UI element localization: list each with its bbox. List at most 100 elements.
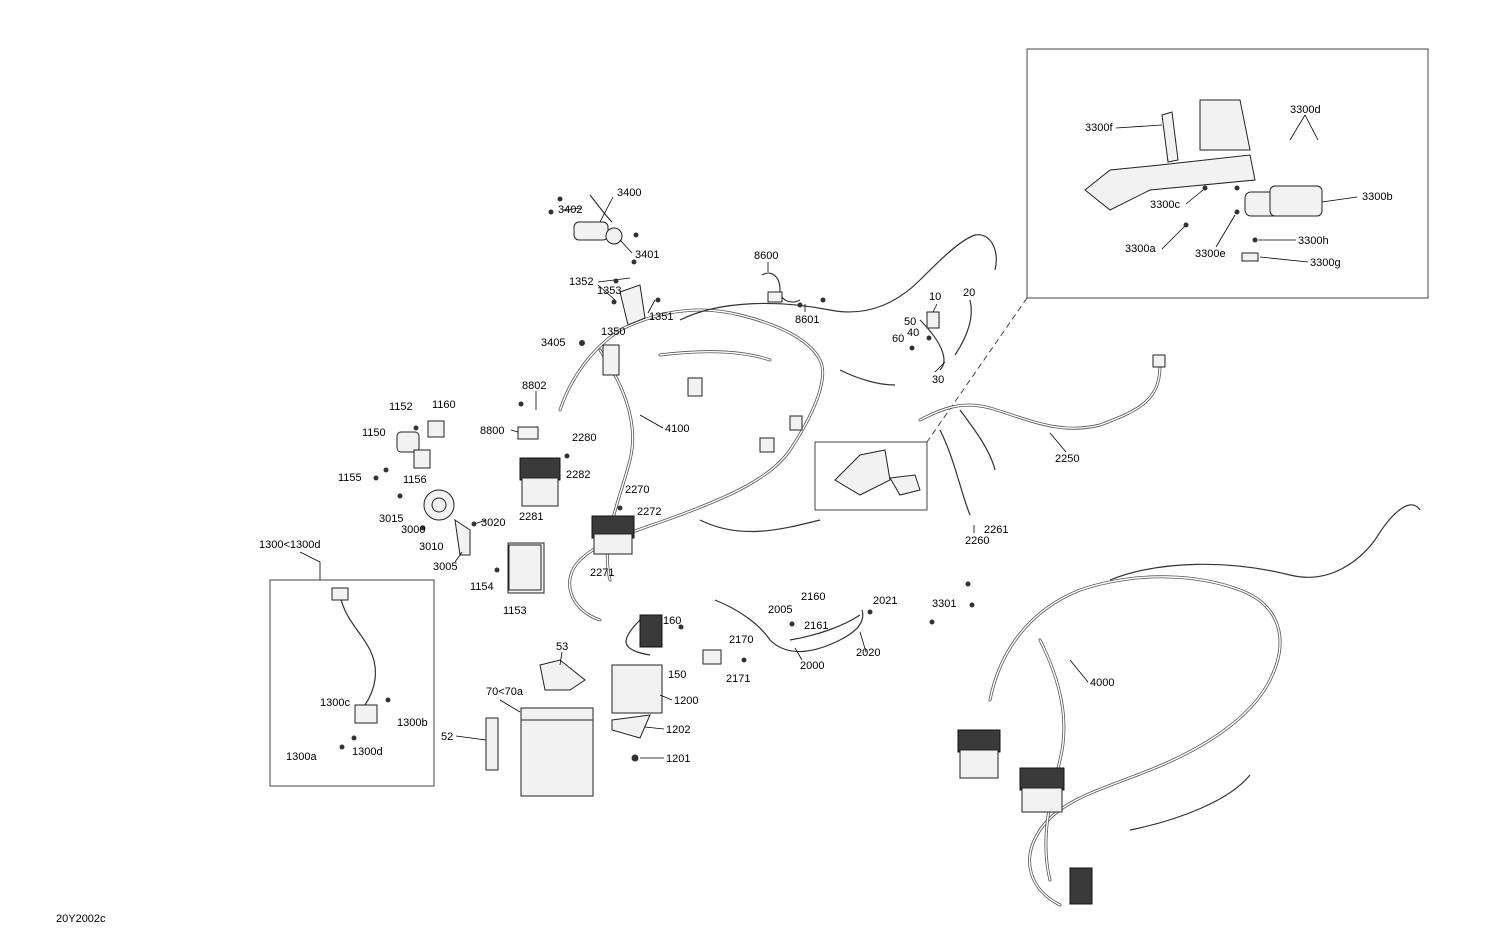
callout-3300g: 3300g <box>1310 257 1341 269</box>
callout-1152: 1152 <box>389 401 413 413</box>
callout-10: 10 <box>929 291 941 303</box>
sensor-8800 <box>517 426 539 440</box>
callout-2171: 2171 <box>726 673 750 685</box>
callout-3301: 3301 <box>932 598 956 610</box>
sensor-150 <box>702 649 722 665</box>
strap-52 <box>485 717 499 771</box>
motor-3400 <box>573 194 623 245</box>
callout-50: 50 <box>904 316 916 328</box>
callout-1300d: 1300d <box>352 746 383 758</box>
bracket-inset-part <box>834 449 921 496</box>
callout-1353: 1353 <box>597 285 621 297</box>
callout-160: 160 <box>663 615 681 627</box>
callout-4100: 4100 <box>665 423 689 435</box>
document-id: 20Y2002c <box>56 913 106 925</box>
inset-dashed-link <box>926 297 1028 443</box>
callout-2260: 2260 <box>965 535 989 547</box>
bracket-53 <box>539 659 586 691</box>
inset-box-1300 <box>269 579 435 787</box>
callout-3000: 3000 <box>401 524 425 536</box>
callout-3300a: 3300a <box>1125 243 1156 255</box>
inset-box-3300 <box>1026 48 1429 299</box>
callout-3402: 3402 <box>558 204 582 216</box>
sensor-10-20 <box>919 299 972 371</box>
abs-module-1200 <box>611 664 663 762</box>
callout-3010: 3010 <box>419 541 443 553</box>
module-1153 <box>508 544 542 591</box>
callout-1160: 1160 <box>432 399 456 411</box>
callout-2282: 2282 <box>566 469 590 481</box>
battery-70 <box>520 707 594 797</box>
callout-2170: 2170 <box>729 634 753 646</box>
callout-53: 53 <box>556 641 568 653</box>
callout-2161: 2161 <box>804 620 828 632</box>
callout-3300f: 3300f <box>1085 122 1113 134</box>
callout-3405: 3405 <box>541 337 565 349</box>
callout-3300e: 3300e <box>1195 248 1226 260</box>
callout-2021: 2021 <box>873 595 897 607</box>
horn-3000 <box>423 489 471 556</box>
bracket-3300f <box>1084 99 1256 211</box>
callout-1300b: 1300b <box>397 717 428 729</box>
callout-3400: 3400 <box>617 187 641 199</box>
callout-1200: 1200 <box>674 695 698 707</box>
callout-1153: 1153 <box>503 605 527 617</box>
callout-2280: 2280 <box>572 432 596 444</box>
callout-4000: 4000 <box>1090 677 1114 689</box>
sensor-8600 <box>761 272 801 303</box>
inset-box-bracket <box>814 441 928 511</box>
callout-3300d: 3300d <box>1290 104 1321 116</box>
callout-1351: 1351 <box>649 311 673 323</box>
callout-1352: 1352 <box>569 276 593 288</box>
callout-2281: 2281 <box>519 511 543 523</box>
callout-30: 30 <box>932 374 944 386</box>
callout-1150: 1150 <box>362 427 386 439</box>
callout-60: 60 <box>892 333 904 345</box>
callout-2250: 2250 <box>1055 453 1079 465</box>
main-harness-4100 <box>507 234 997 656</box>
callout-3300c: 3300c <box>1150 199 1180 211</box>
callout-1350: 1350 <box>601 326 625 338</box>
callout-2020: 2020 <box>856 647 880 659</box>
callout-2005: 2005 <box>768 604 792 616</box>
harness-4000 <box>957 504 1421 907</box>
callout-1300c: 1300c <box>320 697 350 709</box>
callout-3300h: 3300h <box>1298 235 1329 247</box>
harness-2000 <box>714 599 864 653</box>
callout-70-range: 70<70a <box>486 686 524 698</box>
callout-1300a: 1300a <box>286 751 317 763</box>
callout-52: 52 <box>441 731 453 743</box>
callout-2270: 2270 <box>625 484 649 496</box>
sensor-1150 <box>396 420 445 469</box>
callout-3300b: 3300b <box>1362 191 1393 203</box>
callout-labels: 3400 3402 3401 1352 1353 1351 1350 3405 … <box>259 104 1393 765</box>
inset-1300-lead <box>299 551 321 580</box>
callout-40: 40 <box>907 327 919 339</box>
callout-1201: 1201 <box>666 753 690 765</box>
callout-1300-range: 1300<1300d <box>259 539 320 551</box>
bracket-1350 <box>619 284 646 326</box>
callout-20: 20 <box>963 287 975 299</box>
callout-8800: 8800 <box>480 425 504 437</box>
callout-8601: 8601 <box>795 314 819 326</box>
callout-2272: 2272 <box>637 506 661 518</box>
callout-8802: 8802 <box>522 380 546 392</box>
callout-3005: 3005 <box>433 561 457 573</box>
callout-3015: 3015 <box>379 513 403 525</box>
callout-2160: 2160 <box>801 591 825 603</box>
callout-1156: 1156 <box>403 474 427 486</box>
relay-3405 <box>579 340 585 346</box>
callout-2271: 2271 <box>590 567 614 579</box>
clip-3300g <box>1241 252 1259 262</box>
callout-1154: 1154 <box>470 581 494 593</box>
harness-2250 <box>918 354 1166 516</box>
callout-2261: 2261 <box>984 524 1008 536</box>
callout-3401: 3401 <box>635 249 659 261</box>
callout-3020: 3020 <box>481 517 505 529</box>
callout-2000: 2000 <box>800 660 824 672</box>
callout-1155: 1155 <box>338 472 362 484</box>
sensor-1300 <box>331 587 378 724</box>
callout-8600: 8600 <box>754 250 778 262</box>
hardware-screws <box>339 185 1258 750</box>
